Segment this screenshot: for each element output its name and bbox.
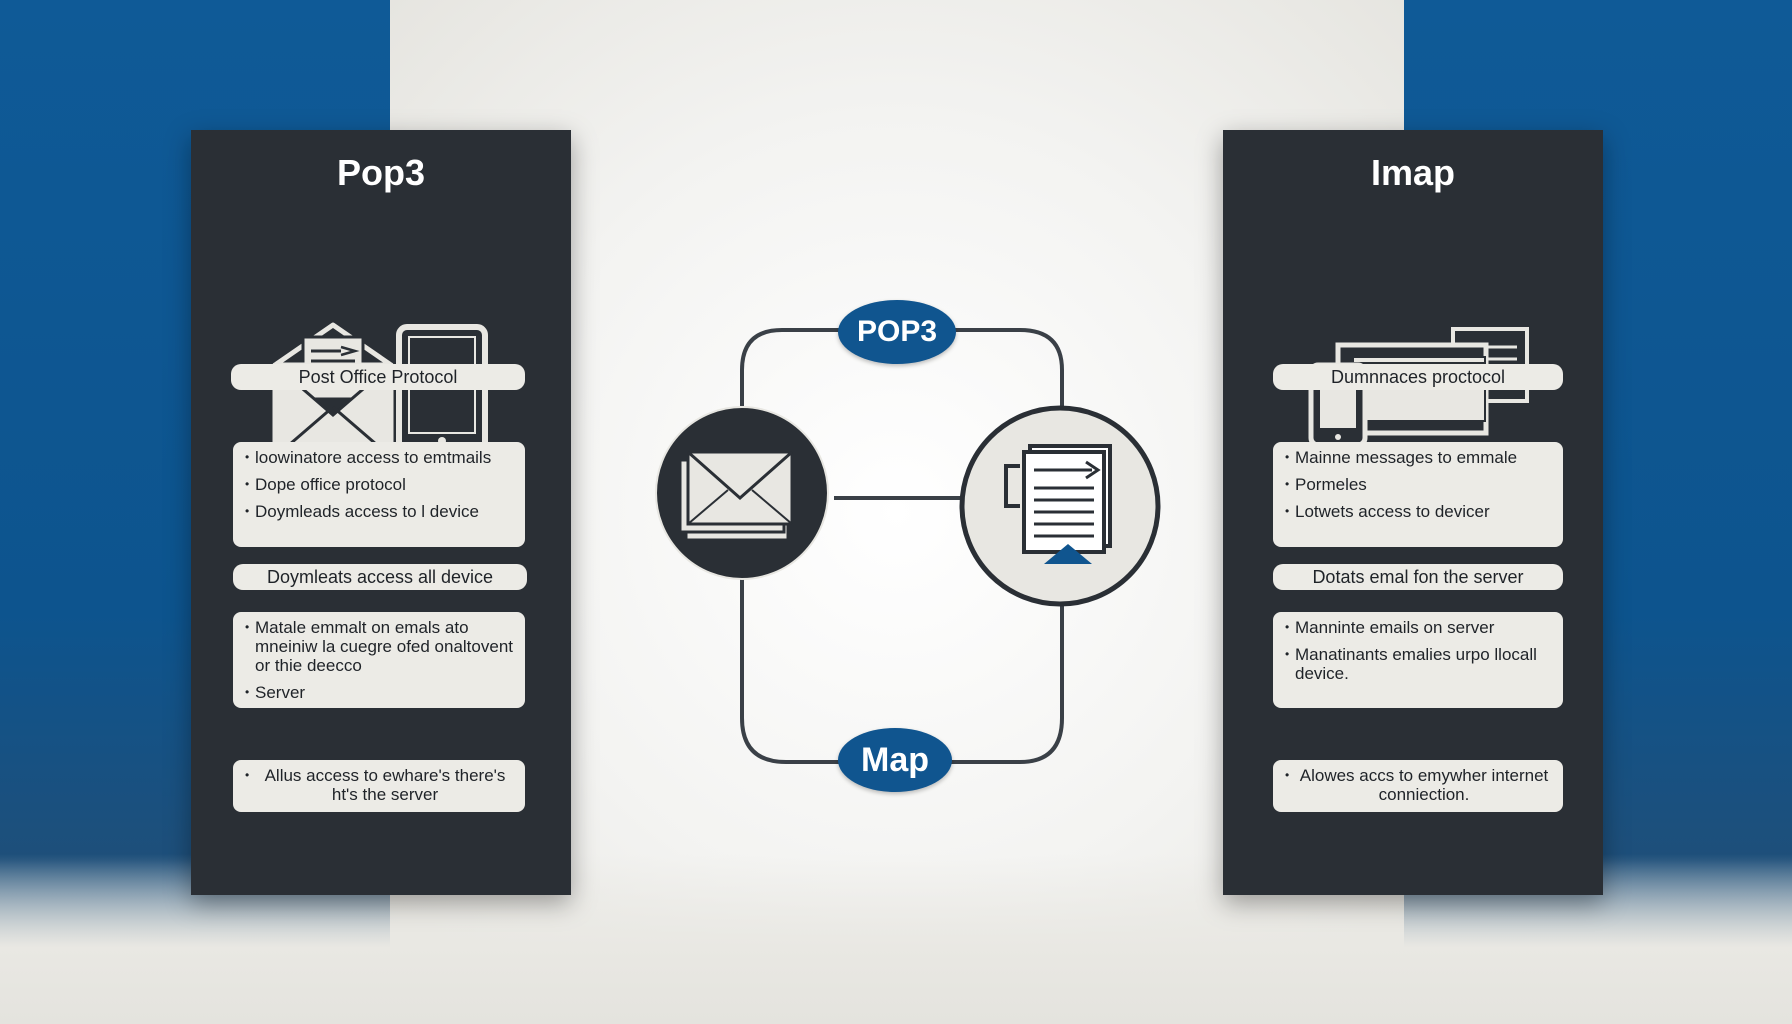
pop3-badge: POP3 <box>838 300 956 364</box>
list-item: Alowes accs to emywher internet conniect… <box>1285 766 1553 804</box>
list-item: Dope office protocol <box>245 475 515 494</box>
list-item: Server <box>245 683 515 702</box>
list-item: Pormeles <box>1285 475 1553 494</box>
pop3-feature-card-2: Matale emmalt on emals ato mneiniw la cu… <box>233 612 525 708</box>
pop3-feature-card-3: Allus access to ewhare's there's ht's th… <box>233 760 525 812</box>
list-item: Matale emmalt on emals ato mneiniw la cu… <box>245 618 515 675</box>
imap-feature-card-3: Alowes accs to emywher internet conniect… <box>1273 760 1563 812</box>
imap-panel-title: Imap <box>1370 152 1456 193</box>
list-item: Allus access to ewhare's there's ht's th… <box>245 766 515 804</box>
pop3-panel-title: Pop3 <box>336 152 425 193</box>
list-item: loowinatore access to emtmails <box>245 448 515 467</box>
list-item: Lotwets access to devicer <box>1285 502 1553 521</box>
imap-badge: Map <box>838 728 952 792</box>
imap-feature-card-2: Manninte emails on server Manatinants em… <box>1273 612 1563 708</box>
pop3-feature-card-1: loowinatore access to emtmails Dope offi… <box>233 442 525 547</box>
list-item: Manninte emails on server <box>1285 618 1553 637</box>
pop3-protocol-label: Post Office Protocol <box>231 364 525 390</box>
list-item: Mainne messages to emmale <box>1285 448 1553 467</box>
imap-feature-card-1: Mainne messages to emmale Pormeles Lotwe… <box>1273 442 1563 547</box>
pop3-panel: Pop3 Post Office Protocol <box>191 130 571 895</box>
pop3-download-label: Doymleats access all device <box>233 564 527 590</box>
list-item: Manatinants emalies urpo llocall device. <box>1285 645 1553 683</box>
imap-panel: Imap Dumnnaces proctocol M <box>1223 130 1603 895</box>
open-envelope-icon <box>272 322 394 460</box>
list-item: Doymleads access to l device <box>245 502 515 521</box>
imap-protocol-label: Dumnnaces proctocol <box>1273 364 1563 390</box>
imap-server-label: Dotats emal fon the server <box>1273 564 1563 590</box>
